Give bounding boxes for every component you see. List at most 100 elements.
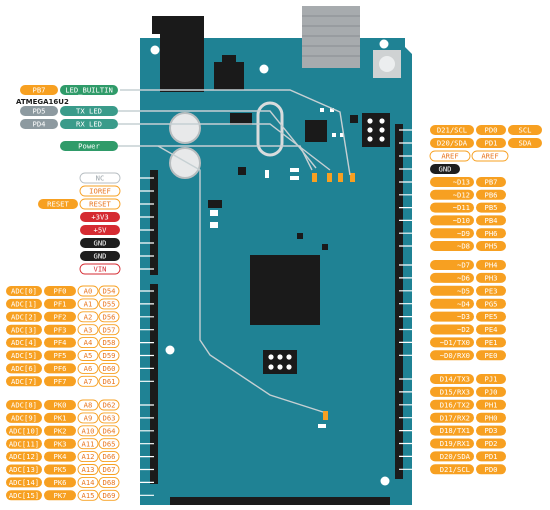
- digital-pin-7-bg: [430, 272, 474, 283]
- digital-port-11-text: PE4: [485, 325, 498, 334]
- power-label-3v3: +3V3: [80, 212, 120, 222]
- comm-pin-0-bg: [430, 374, 474, 384]
- comm-port-4: PD3: [476, 425, 506, 436]
- right-pin-header: [170, 124, 403, 505]
- power-label-5v-bg: [80, 225, 120, 235]
- comm-port-3-text: PH0: [485, 413, 498, 422]
- top-label-0-text: PB7: [33, 86, 46, 95]
- top-label-1-bg: [60, 85, 118, 95]
- analog-a-5-bg: [77, 350, 99, 361]
- comm-pin-3-bg: [430, 412, 474, 423]
- analog-d-15-text: D69: [103, 491, 116, 500]
- analog-d-6-text: D60: [103, 364, 116, 373]
- analog-port-8: PK0: [44, 400, 76, 410]
- digital-pin-1: ~D12: [430, 189, 474, 200]
- power-label-nc: NC: [79, 172, 121, 184]
- digital-pin-9-bg: [430, 298, 474, 309]
- digital-port-8-text: PE3: [485, 286, 498, 295]
- dc-barrel-jack: [152, 16, 204, 92]
- digital-port-12-text: PE1: [485, 338, 498, 347]
- digital-pin-12-bg: [430, 337, 474, 348]
- analog-a-10-text: A10: [82, 426, 95, 435]
- analog-d-12-bg: [98, 451, 120, 463]
- power-label-vin-text: VIN: [94, 265, 107, 274]
- right-top-1a: D20/SDA: [430, 138, 474, 148]
- analog-d-8-bg: [98, 399, 120, 411]
- top-label-2-bg: [20, 106, 58, 116]
- digital-port-8-bg: [476, 285, 506, 296]
- analog-adc-10-bg: [6, 425, 42, 436]
- power-label-ioref-bg: [79, 185, 121, 197]
- right-top-gnd-bg: [430, 164, 460, 174]
- analog-adc-13: ADC[13]: [6, 464, 42, 475]
- analog-d-13: D67: [98, 464, 120, 475]
- analog-a-12-bg: [77, 451, 99, 463]
- analog-a-1: A1: [77, 298, 99, 310]
- capacitor: [169, 147, 201, 179]
- analog-adc-11-bg: [6, 438, 42, 449]
- power-label-5v-text: +5V: [94, 226, 108, 235]
- analog-a-2: A2: [77, 311, 99, 323]
- digital-pin-5-text: ~D8: [457, 242, 470, 251]
- left-pin-header: [150, 170, 158, 484]
- analog-a-1-bg: [77, 298, 99, 310]
- right-top-0b-bg: [476, 125, 506, 135]
- digital-port-9-bg: [476, 298, 506, 309]
- analog-a-0-text: A0: [84, 287, 93, 296]
- analog-d-15-bg: [98, 489, 120, 501]
- digital-port-1: PB6: [476, 189, 506, 200]
- analog-port-15-bg: [44, 490, 76, 501]
- top-label-2: PD5: [20, 106, 58, 116]
- analog-d-4-bg: [98, 337, 120, 349]
- analog-adc-2-bg: [6, 311, 42, 322]
- digital-pin-9-text: ~D4: [457, 299, 470, 308]
- analog-port-15: PK7: [44, 490, 76, 501]
- analog-adc-1-text: ADC[1]: [11, 300, 37, 309]
- analog-d-6: D60: [98, 362, 120, 374]
- digital-port-5-text: PH5: [485, 242, 498, 251]
- right-top-0b-text: PD0: [485, 126, 498, 135]
- analog-a-9-bg: [77, 412, 99, 424]
- analog-d-7: D61: [98, 375, 120, 387]
- analog-a-0-bg: [77, 285, 99, 297]
- comm-pin-2: D16/TX2: [430, 399, 474, 410]
- usb-connector: [302, 6, 360, 68]
- comm-pin-5: D19/RX1: [430, 438, 474, 449]
- analog-port-12-text: PK4: [54, 452, 67, 461]
- comm-pin-3-text: D17/RX2: [440, 413, 470, 422]
- analog-port-11: PK3: [44, 438, 76, 449]
- analog-a-15-bg: [77, 489, 99, 501]
- analog-port-0-text: PF0: [54, 287, 67, 296]
- analog-a-14-bg: [77, 476, 99, 488]
- digital-pin-0-bg: [430, 177, 474, 187]
- comm-pin-1-bg: [430, 386, 474, 397]
- power-label-5v: +5V: [80, 225, 120, 235]
- digital-port-5-bg: [476, 241, 506, 251]
- digital-pin-8-text: ~D5: [457, 286, 470, 295]
- comm-port-1: PJ0: [476, 386, 506, 397]
- analog-d-14-bg: [98, 476, 120, 488]
- analog-a-3-bg: [77, 324, 99, 336]
- comm-pin-0: D14/TX3: [430, 374, 474, 384]
- atmega2560-mcu: [250, 255, 320, 325]
- analog-port-12-bg: [44, 451, 76, 462]
- analog-adc-9: ADC[9]: [6, 412, 42, 423]
- digital-port-11-bg: [476, 324, 506, 335]
- icsp-header-main: [263, 350, 297, 374]
- right-top-aref-a-text: AREF: [441, 152, 458, 161]
- top-label-3: TX LED: [60, 106, 118, 116]
- digital-pin-3-text: ~D10: [453, 216, 470, 225]
- analog-a-3: A3: [77, 324, 99, 336]
- analog-d-3-bg: [98, 324, 120, 336]
- comm-pin-7: D21/SCL: [430, 464, 474, 475]
- icsp-header-usb: [362, 113, 390, 147]
- mounting-hole: [379, 39, 389, 49]
- analog-a-13-bg: [77, 464, 99, 475]
- digital-pin-1-bg: [430, 189, 474, 200]
- right-top-0c-bg: [508, 125, 542, 135]
- analog-d-3: D57: [98, 324, 120, 336]
- analog-port-10: PK2: [44, 425, 76, 436]
- digital-port-1-bg: [476, 189, 506, 200]
- comm-pin-4: D18/TX1: [430, 425, 474, 436]
- analog-a-6-text: A6: [84, 364, 93, 373]
